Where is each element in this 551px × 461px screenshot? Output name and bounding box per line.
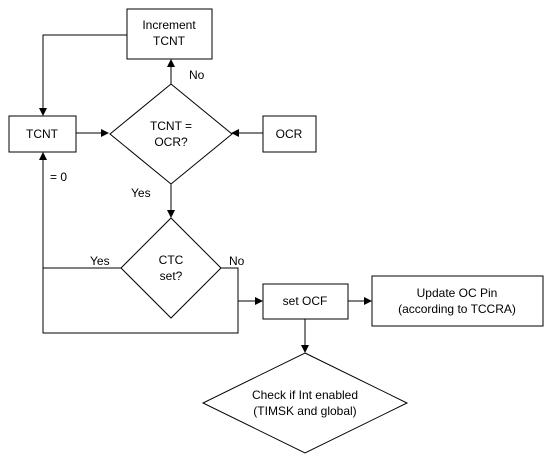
- update-oc-line2: (according to TCCRA): [398, 302, 516, 316]
- edge-loop-to-setocf: [42, 268, 239, 334]
- set-ocf-node: set OCF: [262, 283, 349, 320]
- label-yes-mid: Yes: [131, 186, 151, 200]
- check-int-line1: Check if Int enabled: [252, 388, 358, 402]
- ctc-decision: CTC set?: [120, 217, 222, 319]
- compare-decision: TCNT = OCR?: [109, 83, 233, 185]
- compare-line1: TCNT =: [150, 119, 192, 133]
- increment-line1: Increment: [142, 18, 196, 32]
- edge-ctc-no-to-setocf: [221, 267, 263, 305]
- ocr-node: OCR: [262, 115, 317, 153]
- update-oc-line1: Update OC Pin: [417, 286, 498, 300]
- tcnt-node: TCNT: [8, 115, 77, 153]
- label-yes-left: Yes: [90, 254, 110, 268]
- check-int-decision: Check if Int enabled (TIMSK and global): [201, 352, 409, 454]
- ctc-line2: set?: [160, 269, 183, 283]
- label-no-right: No: [229, 254, 245, 268]
- tcnt-label: TCNT: [26, 127, 59, 141]
- edge-increment-to-tcnt: [39, 34, 127, 116]
- update-oc-node: Update OC Pin (according to TCCRA): [371, 275, 544, 327]
- check-int-line2: (TIMSK and global): [253, 404, 356, 418]
- label-no-top: No: [189, 68, 205, 82]
- compare-line2: OCR?: [154, 135, 188, 149]
- ctc-line1: CTC: [159, 253, 184, 267]
- ocr-label: OCR: [276, 127, 303, 141]
- label-eq-zero: = 0: [50, 170, 67, 184]
- increment-tcnt-node: Increment TCNT: [126, 8, 213, 60]
- set-ocf-label: set OCF: [283, 294, 328, 308]
- increment-line2: TCNT: [153, 34, 186, 48]
